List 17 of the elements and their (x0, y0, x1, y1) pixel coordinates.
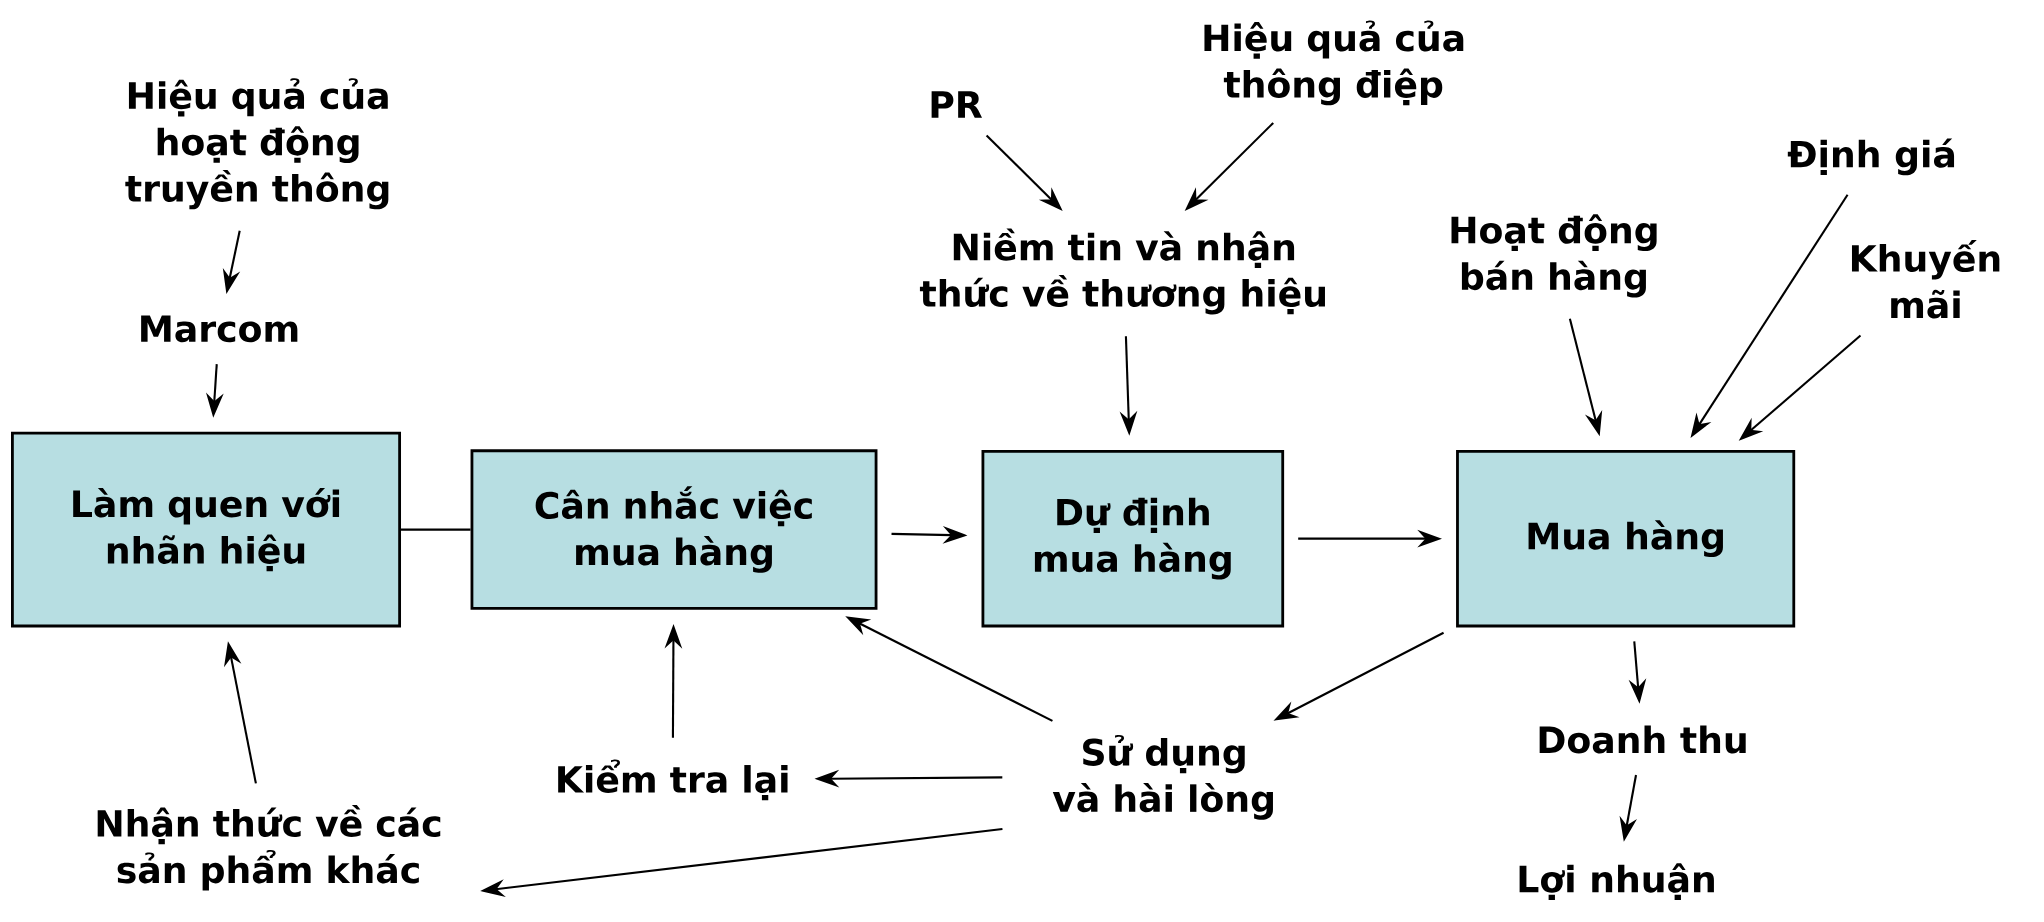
stage-box: Dự định mua hàng (981, 449, 1285, 628)
label-text: Lợi nhuận (1519, 863, 1714, 900)
label-text: Hiệu quả của thông điệp (1204, 20, 1464, 106)
label-text: Doanh thu (1539, 725, 1746, 754)
stage-box: Làm quen với nhãn hiệu (11, 431, 401, 628)
stage-box: Mua hàng (1456, 449, 1796, 628)
stage-box: Cân nhắc việc mua hàng (470, 449, 878, 610)
label-text: Marcom (141, 315, 298, 343)
label-text: PR (931, 91, 982, 118)
label-text: Hiệu quả của hoạt động truyền thông (125, 78, 389, 210)
label-text: Kiểm tra lại (558, 759, 788, 801)
label-text: Sử dụng và hài lòng (1052, 734, 1273, 820)
label-text: Khuyến mãi (1851, 240, 2000, 319)
label-text: Hoạt động bán hàng (1451, 214, 1657, 298)
label-text: Định giá (1787, 138, 1955, 176)
label-text: Nhận thức về các sản phẩm khác (97, 804, 441, 891)
label-text: Niềm tin và nhận thức về thương hiệu (919, 228, 1325, 315)
